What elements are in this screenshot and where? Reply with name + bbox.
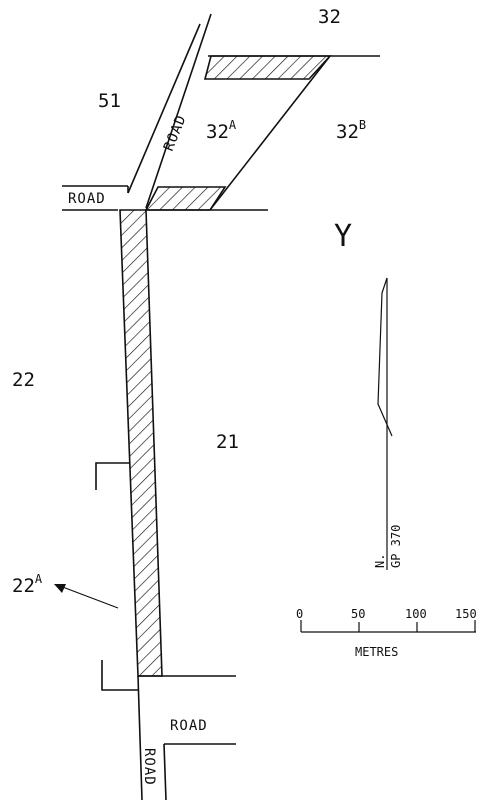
parcel-22a-label: 22A [12, 572, 43, 597]
bracket-lower [101, 660, 138, 691]
road-label-west: ROAD [68, 191, 106, 207]
arrow-22a-head [54, 584, 66, 593]
scale-label-0: 0 [296, 607, 303, 621]
road-label-bottom: ROAD [141, 748, 157, 786]
south-road-east-edge [163, 743, 167, 801]
parcel-22a-num: 22 [12, 575, 35, 597]
north-label: N. [373, 554, 387, 568]
south-road-west-edge [137, 675, 143, 801]
hatched-strip-vertical [119, 209, 163, 677]
scale-unit: METRES [355, 645, 398, 659]
parcel-51-label: 51 [98, 90, 121, 112]
parcel-divider [209, 55, 331, 211]
scale-label-150: 150 [455, 607, 477, 621]
hatched-strip-middle [144, 186, 227, 211]
parcel-22a-sup: A [35, 572, 43, 586]
hatched-strip-top [203, 55, 332, 80]
parcel-32a-label: 32A [206, 118, 237, 143]
scale-label-50: 50 [351, 607, 365, 621]
parcel-32b-sup: B [359, 118, 366, 132]
parcel-32-label: 32 [318, 6, 341, 28]
north-arrow [377, 277, 393, 437]
parcel-32a-sup: A [229, 118, 237, 132]
parcel-32b-label: 32B [336, 118, 366, 143]
parcel-32a-num: 32 [206, 121, 229, 143]
parcel-22-label: 22 [12, 369, 35, 391]
road-label-diagonal: ROAD [161, 113, 190, 154]
grid-reference: GP 370 [389, 525, 403, 568]
scale-label-100: 100 [405, 607, 427, 621]
road-label-south: ROAD [170, 718, 208, 734]
arrow-22a [59, 585, 119, 609]
parcel-32b-num: 32 [336, 121, 359, 143]
site-letter: Y [334, 219, 352, 254]
bracket-upper [95, 462, 130, 490]
diagonal-road-west-edge [127, 23, 201, 194]
parcel-21-label: 21 [216, 431, 239, 453]
diagonal-road-east-edge [145, 13, 212, 209]
